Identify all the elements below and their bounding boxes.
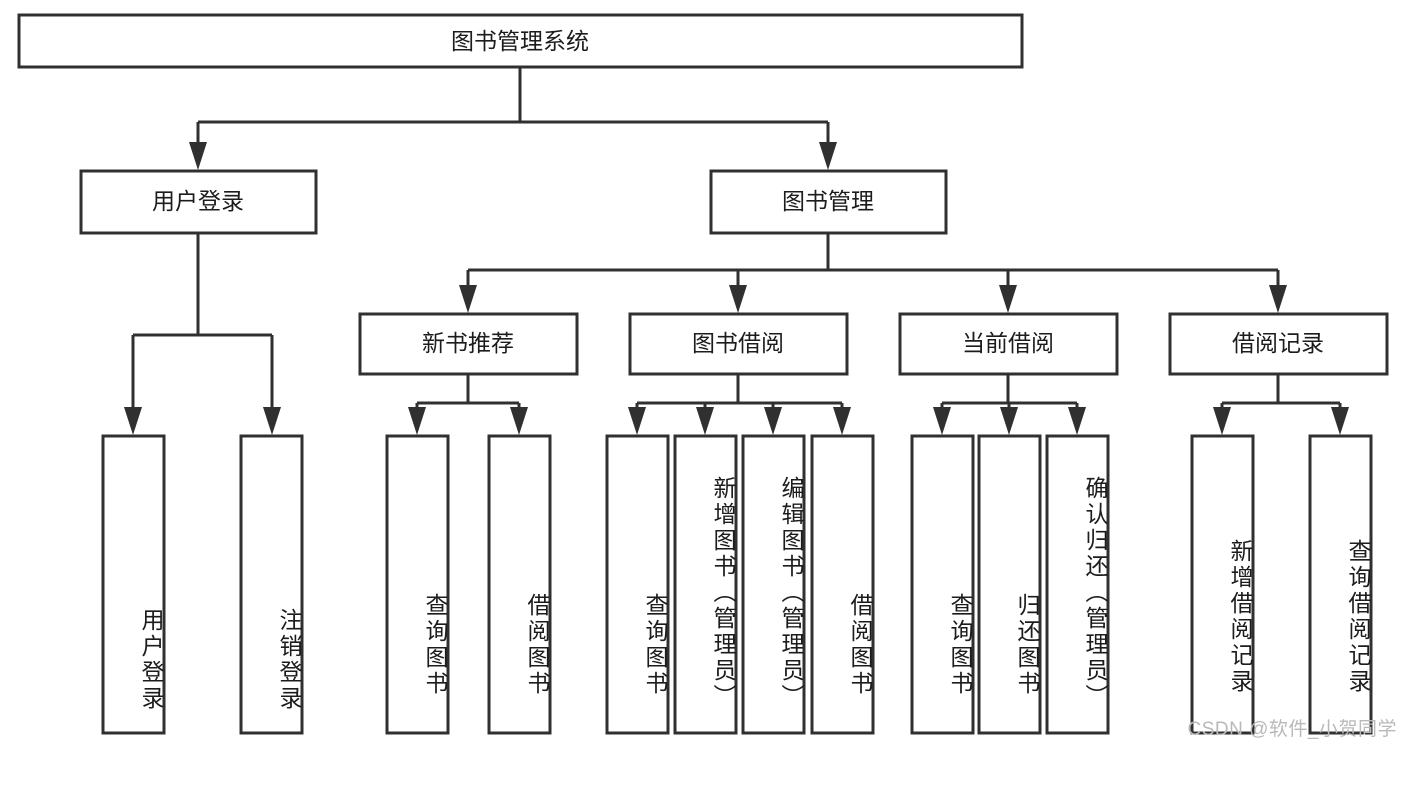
node-leaf-borrow-book-2-box[interactable] (810, 434, 875, 735)
node-leaf-query-borrow-record-box[interactable] (1308, 434, 1373, 735)
node-leaf-return-book-box[interactable] (977, 434, 1042, 735)
flowchart-canvas: 图书管理系统 用户登录 图书管理 新书推荐 图书借阅 当前借阅 借阅记录 (17, 13, 1397, 740)
arrow-head-current-borrow (999, 285, 1017, 313)
node-current-borrow[interactable]: 当前借阅 (898, 312, 1119, 376)
arrow-head-leaf-borrow-book-1 (510, 407, 528, 435)
node-book-manage[interactable]: 图书管理 (709, 169, 948, 235)
node-book-borrow[interactable]: 图书借阅 (628, 312, 849, 376)
arrow-head-leaf-query-book-1 (408, 407, 426, 435)
node-current-borrow-label: 当前借阅 (962, 330, 1054, 356)
node-book-borrow-label: 图书借阅 (692, 330, 784, 356)
node-borrow-record[interactable]: 借阅记录 (1168, 312, 1389, 376)
node-leaf-edit-book-admin-box[interactable] (741, 434, 806, 735)
node-leaf-add-borrow-record-box[interactable] (1190, 434, 1255, 735)
arrow-head-leaf-query-borrow-record (1331, 407, 1349, 435)
node-root-label: 图书管理系统 (451, 28, 589, 54)
node-leaf-query-book-2-box[interactable] (605, 434, 670, 735)
node-borrow-record-label: 借阅记录 (1232, 330, 1324, 356)
arrow-head-leaf-return-book (1000, 407, 1018, 435)
arrow-head-book-borrow (729, 285, 747, 313)
arrow-head-leaf-query-book-3 (933, 407, 951, 435)
node-new-book-rec-label: 新书推荐 (422, 330, 514, 356)
csdn-watermark: CSDN @软件_小贺同学 (1187, 719, 1397, 740)
node-root[interactable]: 图书管理系统 (17, 13, 1024, 69)
node-leaf-add-book-admin-box[interactable] (673, 434, 738, 735)
node-leaf-query-book-3-box[interactable] (910, 434, 975, 735)
node-leaf-user-login-box[interactable] (101, 434, 166, 735)
arrow-head-new-book-rec (459, 285, 477, 313)
arrow-head-book-manage (819, 142, 837, 170)
node-book-borrow-box[interactable] (628, 312, 849, 376)
arrow-head-leaf-user-login (124, 407, 142, 435)
node-leaf-confirm-return-admin-box[interactable] (1045, 434, 1110, 735)
leaf-boxes-group (101, 434, 1373, 735)
arrow-head-leaf-borrow-book-2 (833, 407, 851, 435)
arrow-head-leaf-logout (263, 407, 281, 435)
arrow-head-leaf-edit-book-admin (764, 407, 782, 435)
node-user-login-label: 用户登录 (152, 188, 244, 214)
arrow-head-user-login (189, 142, 207, 170)
node-leaf-borrow-book-1-box[interactable] (487, 434, 552, 735)
arrow-head-leaf-add-book-admin (696, 407, 714, 435)
node-user-login[interactable]: 用户登录 (79, 169, 318, 235)
node-current-borrow-box[interactable] (898, 312, 1119, 376)
node-leaf-logout-box[interactable] (239, 434, 304, 735)
arrow-head-leaf-query-book-2 (628, 407, 646, 435)
node-book-manage-box[interactable] (709, 169, 948, 235)
arrow-head-leaf-confirm-return-admin (1068, 407, 1086, 435)
node-root-box[interactable] (17, 13, 1024, 69)
node-new-book-rec[interactable]: 新书推荐 (358, 312, 579, 376)
arrow-head-leaf-add-borrow-record (1213, 407, 1231, 435)
connector-group (124, 67, 1349, 435)
node-leaf-query-book-1-box[interactable] (385, 434, 450, 735)
flowchart-svg: 图书管理系统 用户登录 图书管理 新书推荐 图书借阅 当前借阅 借阅记录 (17, 13, 1389, 735)
node-borrow-record-box[interactable] (1168, 312, 1389, 376)
node-user-login-box[interactable] (79, 169, 318, 235)
node-new-book-rec-box[interactable] (358, 312, 579, 376)
node-book-manage-label: 图书管理 (782, 188, 874, 214)
arrow-head-borrow-record (1269, 285, 1287, 313)
